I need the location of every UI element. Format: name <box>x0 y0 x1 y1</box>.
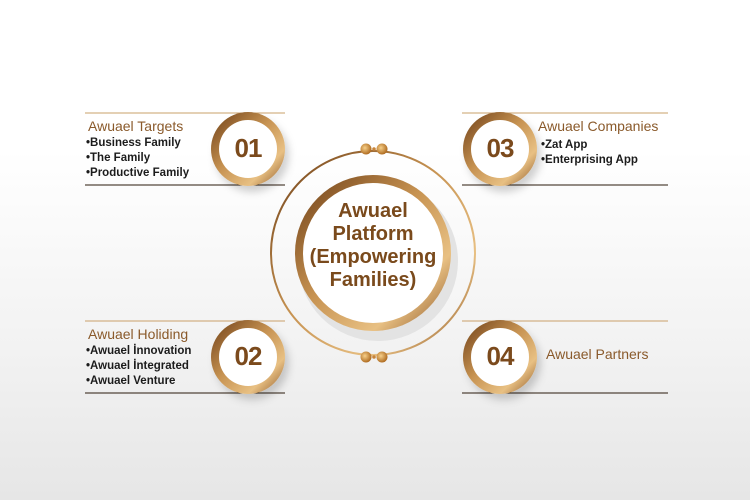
node-03-item: •Zat App <box>541 139 588 151</box>
center-white-disc <box>303 183 443 323</box>
center-hub <box>270 150 476 356</box>
node-03-item: •Enterprising App <box>541 154 638 166</box>
node-02-title: Awuael Holiding <box>88 326 189 342</box>
node-01-item: •Productive Family <box>86 167 190 179</box>
node-01-list: •Business Family •The Family •Productive… <box>86 136 189 181</box>
center-title-line-4: Families) <box>329 269 417 291</box>
node-number-03: 03 <box>486 133 515 163</box>
node-circle-04 <box>463 320 537 394</box>
node-04-title: Awuael Partners <box>546 346 649 362</box>
node-circle-03 <box>463 112 537 186</box>
center-outer-ring <box>270 150 476 356</box>
node-01-item: •The Family <box>86 152 151 164</box>
node-02-item: •Awuael İnnovation <box>86 345 192 357</box>
node-02-list: •Awuael İnnovation •Awuael İntegrated •A… <box>86 344 191 389</box>
center-title-line-3: (Empowering <box>309 246 437 268</box>
center-title-line-1: Awuael <box>338 200 408 222</box>
node-number-04: 04 <box>486 341 515 371</box>
node-number-02: 02 <box>234 341 263 371</box>
center-title: Awuael Platform (Empowering Families) <box>298 200 448 292</box>
node-01-item: •Business Family <box>86 137 181 149</box>
dot-ornament-top <box>360 143 388 155</box>
node-02-item: •Awuael Venture <box>86 375 176 387</box>
node-03-list: •Zat App •Enterprising App <box>541 138 638 168</box>
node-03-title: Awuael Companies <box>538 118 659 134</box>
node-01-title: Awuael Targets <box>88 118 184 134</box>
node-02-item: •Awuael İntegrated <box>86 360 189 372</box>
dot-ornament-bottom <box>360 351 388 363</box>
node-number-01: 01 <box>234 133 263 163</box>
center-title-line-2: Platform <box>332 223 414 245</box>
node-circle-01 <box>211 112 285 186</box>
node-circle-02 <box>211 320 285 394</box>
